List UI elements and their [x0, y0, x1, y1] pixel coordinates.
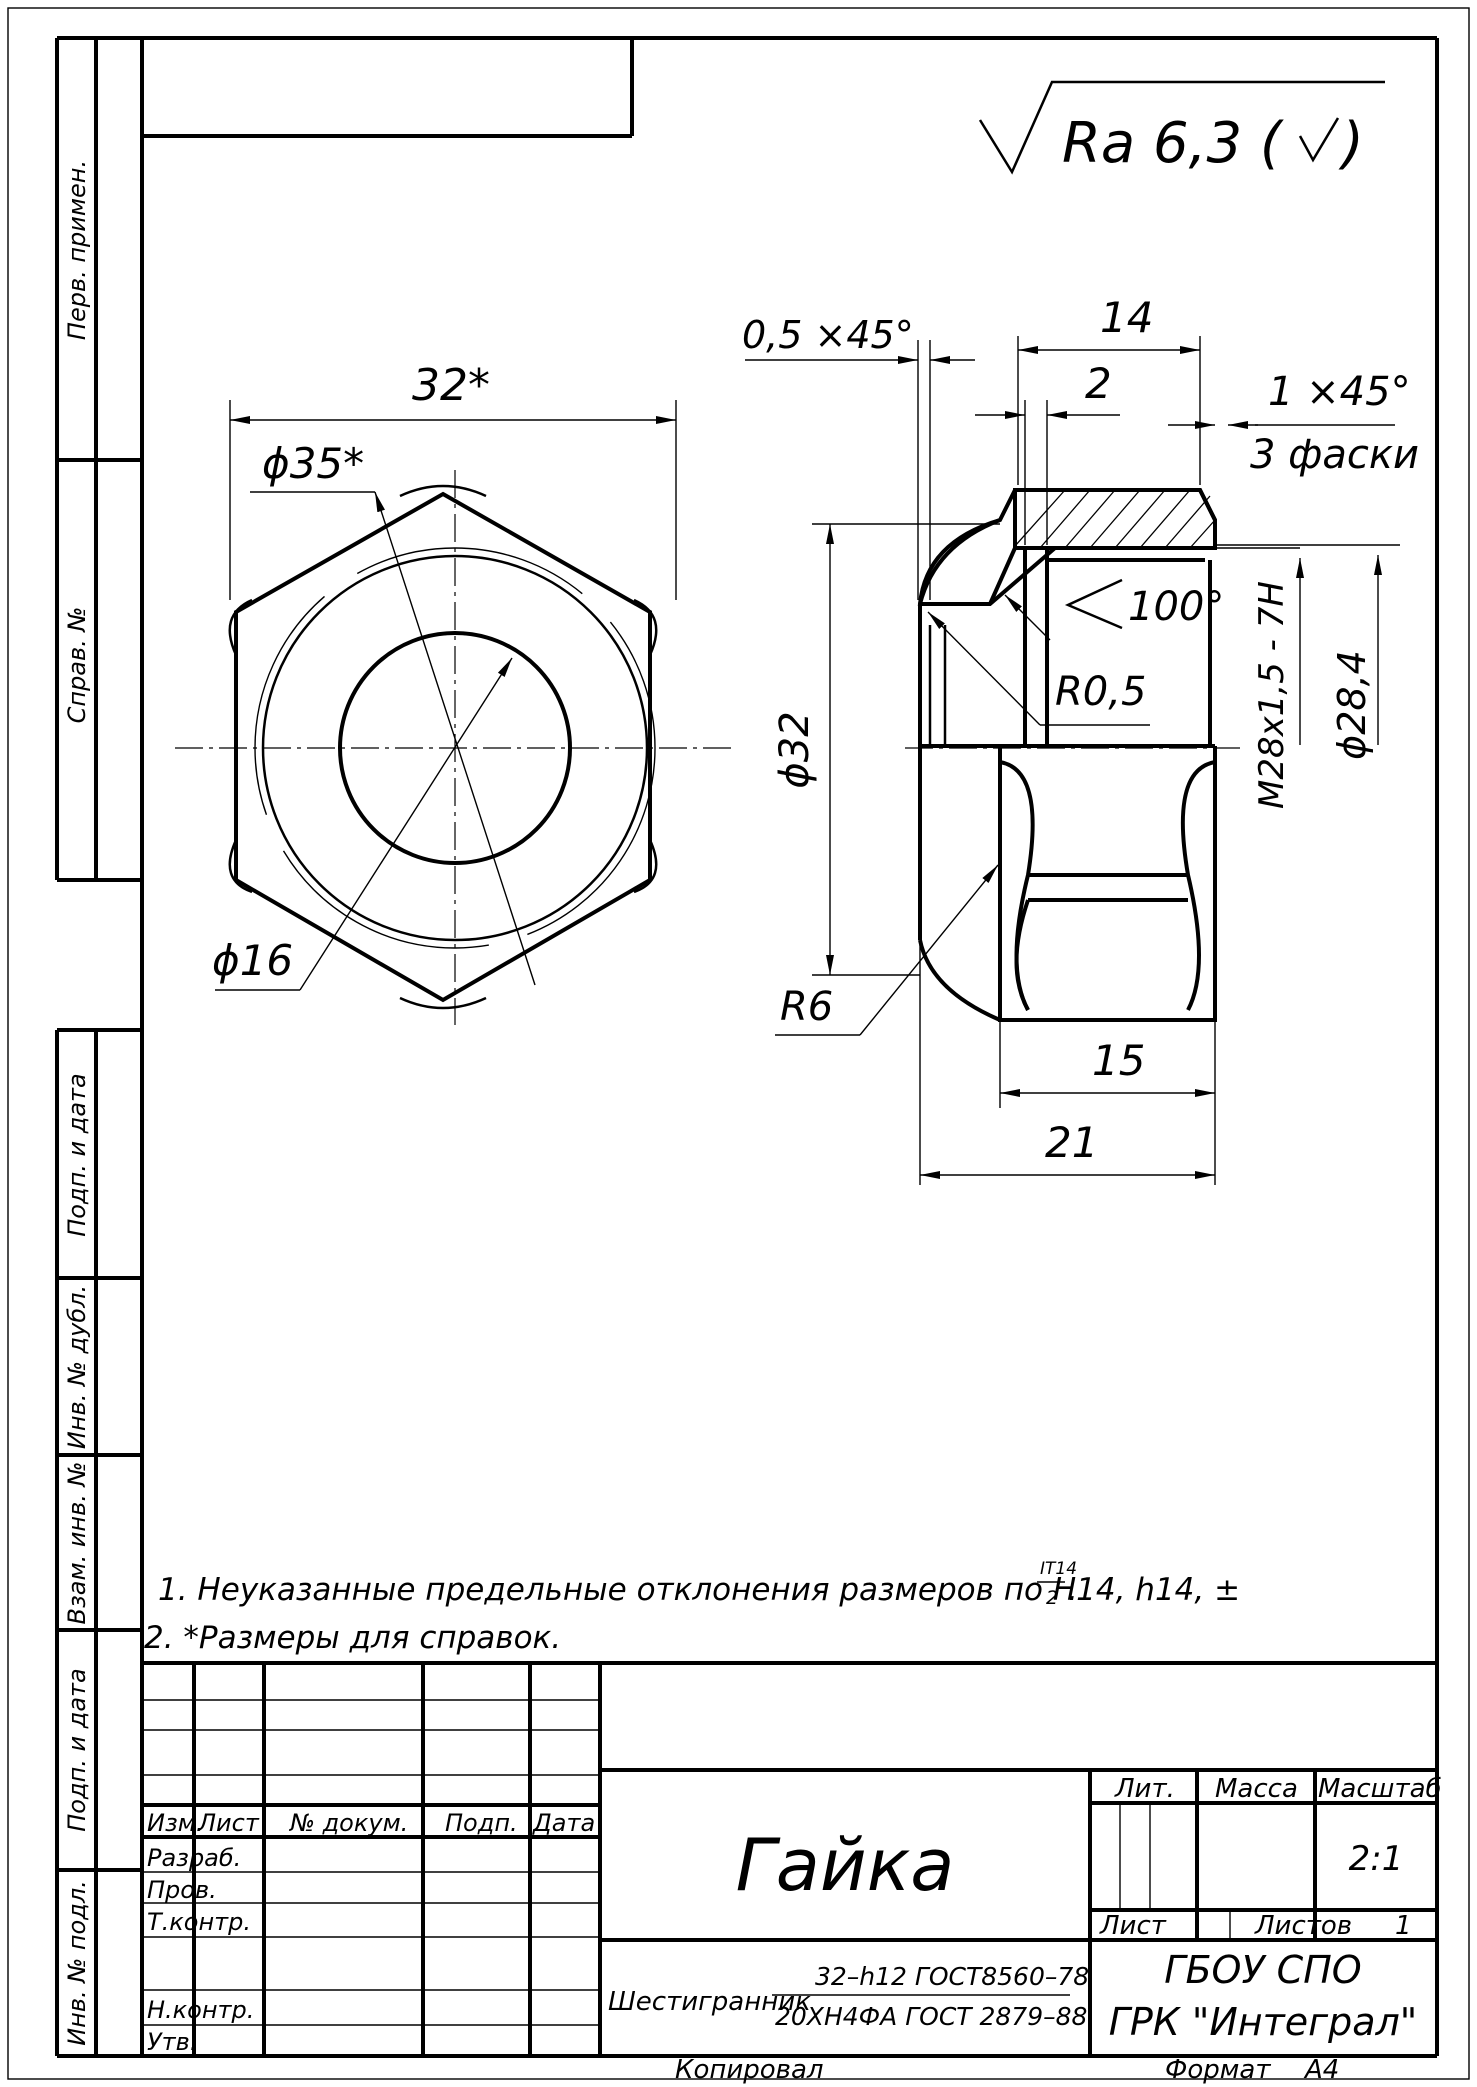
- roughness-symbol: Ra 6,3 ( ): [978, 80, 1385, 176]
- dim-across-flats: 32*: [412, 360, 490, 411]
- scale-value: 2:1: [1349, 1839, 1404, 1879]
- dim-groove: 2: [1085, 359, 1112, 408]
- drawing-frame: [57, 36, 1439, 2058]
- dim-chamfer-big: 1 ×45°: [1268, 369, 1411, 415]
- header-massa: Масса: [1215, 1774, 1298, 1804]
- bore-circle: [338, 631, 572, 865]
- col-podp: Подп.: [445, 1809, 518, 1837]
- dim-overall-height: 21: [1045, 1118, 1098, 1167]
- top-left-box: [142, 38, 634, 138]
- strip-podp-data-2: Подп. и дата: [63, 1668, 91, 1832]
- dim-chamfer-small: 0,5 ×45°: [742, 313, 914, 357]
- col-list: Лист: [197, 1809, 260, 1837]
- note-1-denominator: 2: [1046, 1587, 1058, 1609]
- hex-outline: [234, 491, 652, 1003]
- row-utv: Утв.: [147, 2028, 197, 2056]
- col-doc: № докум.: [288, 1809, 408, 1837]
- footer-format-label: Формат: [1165, 2055, 1271, 2085]
- row-nkontr: Н.контр.: [147, 1996, 254, 2024]
- strip-perv-primen: Перв. примен.: [63, 160, 91, 340]
- footer-kopiroval: Копировал: [675, 2055, 824, 2085]
- row-prov: Пров.: [147, 1876, 217, 1904]
- footer-format-value: А4: [1303, 2055, 1339, 2085]
- dim-radius-big: R6: [780, 984, 833, 1030]
- dim-across-corners: ϕ35*: [262, 439, 364, 488]
- roughness-value: Ra 6,3 (: [1062, 111, 1284, 176]
- technical-notes: 1. Неуказанные предельные отклонения раз…: [144, 1559, 1240, 1656]
- dim-outer-diam: ϕ32: [772, 711, 818, 788]
- material-top: 32–h12 ГОСТ8560–78: [815, 1962, 1089, 1991]
- label-listov: Листов: [1254, 1911, 1352, 1941]
- title-block: Изм. Лист № докум. Подп. Дата Разраб. Пр…: [142, 1661, 1442, 2056]
- label-list: Лист: [1099, 1911, 1167, 1941]
- org-line-2: ГРК "Интеграл": [1109, 2000, 1418, 2044]
- row-razrab: Разраб.: [147, 1844, 241, 1872]
- part-name: Гайка: [736, 1823, 955, 1907]
- left-strip-bottom: [55, 1028, 142, 2056]
- dim-bore: ϕ16: [212, 936, 293, 985]
- listov-value: 1: [1395, 1911, 1412, 1941]
- dim-cone-angle: 100°: [1128, 584, 1224, 630]
- outer-trim-border: [7, 7, 1470, 2080]
- roughness-tail: ): [1338, 111, 1364, 176]
- dim-total-width: 14: [1100, 293, 1153, 342]
- strip-inv-podl: Инв. № подл.: [63, 1880, 91, 2046]
- strip-vzam-inv: Взам. инв. №: [63, 1462, 91, 1625]
- strip-podp-data-1: Подп. и дата: [63, 1073, 91, 1237]
- side-view: 14 2 0,5 ×45° 1 ×45° 3 фаски 100° R0,5 M…: [742, 293, 1419, 1185]
- strip-inv-dubl: Инв. № дубл.: [63, 1285, 91, 1449]
- note-1-end: .: [1068, 1572, 1078, 1608]
- dim-radius-small: R0,5: [1055, 669, 1146, 715]
- dim-thread-diam: ϕ28,4: [1330, 650, 1374, 760]
- col-izm: Изм.: [147, 1809, 203, 1837]
- front-view: 32* ϕ35* ϕ16: [175, 360, 735, 1025]
- note-2: 2. *Размеры для справок.: [144, 1620, 561, 1656]
- dim-hex-height: 15: [1092, 1036, 1145, 1085]
- dim-chamfer-note: 3 фаски: [1250, 432, 1419, 478]
- header-lit: Лит.: [1114, 1774, 1175, 1804]
- note-1-numerator: IT14: [1040, 1559, 1077, 1579]
- header-masshtab: Масштаб: [1318, 1774, 1442, 1804]
- section-hatch: [1013, 488, 1217, 550]
- note-1: 1. Неуказанные предельные отклонения раз…: [158, 1572, 1240, 1608]
- material-bottom: 20ХН4ФА ГОСТ 2879–88: [775, 2002, 1087, 2031]
- col-data: Дата: [532, 1809, 595, 1837]
- left-strip-top: [55, 38, 142, 882]
- row-tkontr: Т.контр.: [147, 1908, 251, 1936]
- strip-sprav-no: Справ. №: [63, 607, 91, 724]
- org-line-1: ГБОУ СПО: [1164, 1948, 1361, 1992]
- dim-thread: M28x1,5 - 7H: [1252, 581, 1292, 809]
- material-prefix: Шестигранник: [608, 1987, 811, 2017]
